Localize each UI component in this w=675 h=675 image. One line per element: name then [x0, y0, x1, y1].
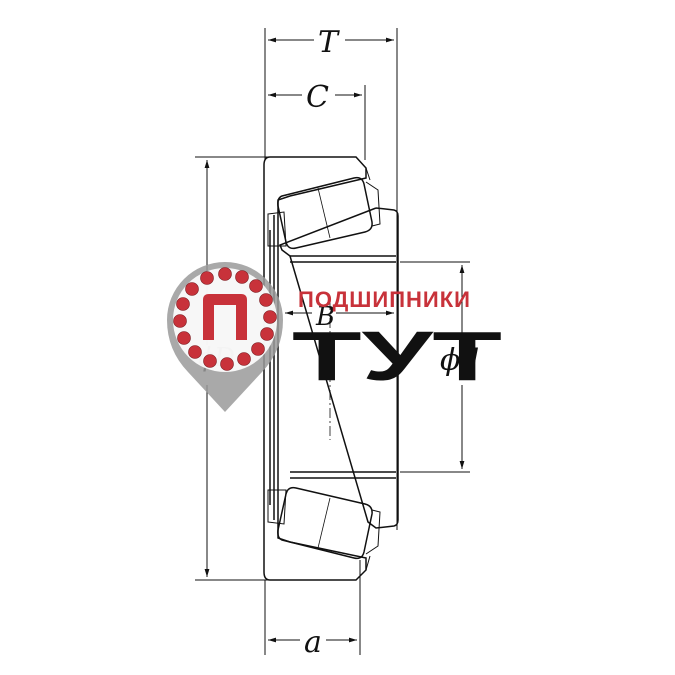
roller-top — [277, 176, 373, 250]
brand-main-word: ТУТ — [292, 317, 502, 395]
dim-label-d: d — [460, 343, 479, 378]
dim-label-B: B — [315, 302, 335, 332]
dimension-lines — [195, 28, 470, 655]
dim-label-d-prefix: ϕ — [440, 343, 460, 378]
brand-top-line: ПОДШИПНИКИ — [298, 287, 471, 312]
logo-ball-ring — [173, 267, 277, 371]
roller-bottom — [277, 486, 373, 560]
dim-label-T: T — [318, 25, 340, 60]
inner-ring — [279, 207, 399, 529]
logo-letter — [203, 294, 247, 340]
watermark-logo: ПОДШИПНИКИ ТУТ — [167, 262, 502, 412]
dim-label-C: C — [306, 80, 329, 115]
dim-label-a: a — [304, 625, 322, 660]
